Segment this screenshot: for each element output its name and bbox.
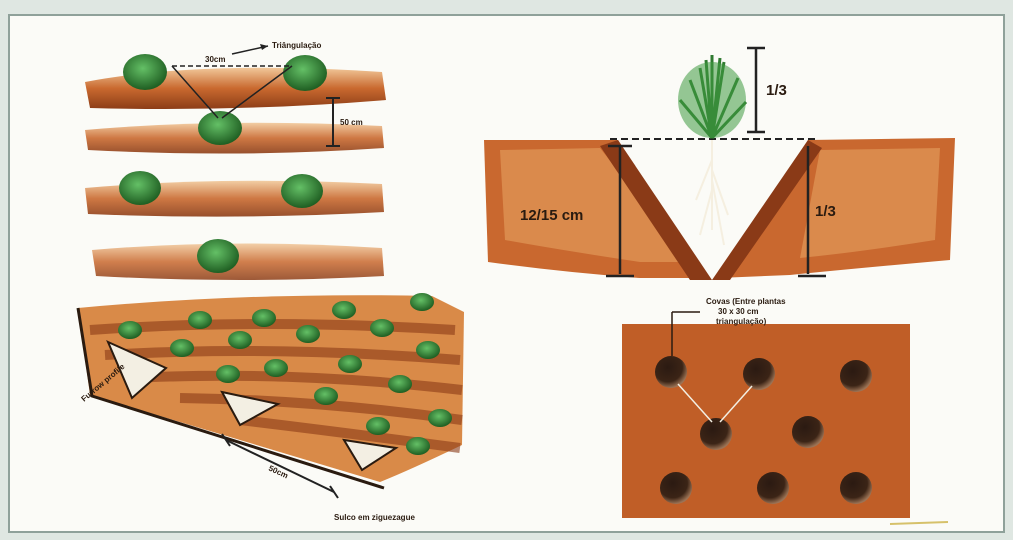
- panel-planting-holes: Covas (Entre plantas 30 x 30 cm triangul…: [622, 297, 910, 518]
- soil-band-4: [92, 243, 384, 280]
- covas-label-3: triangulação): [716, 317, 767, 326]
- bottom-third-label: 1/3: [815, 203, 836, 220]
- seedling: [678, 55, 746, 245]
- panel-zigzag-furrow: 50cm Furrow profile Sulco em ziguezague: [78, 293, 464, 522]
- planting-hole: [743, 358, 775, 390]
- planting-hole: [660, 472, 692, 504]
- covas-label-1: Covas (Entre plantas: [706, 297, 786, 306]
- row-spacing-label: 50 cm: [340, 118, 363, 127]
- planting-hole: [700, 418, 732, 450]
- length-cap: [330, 486, 338, 498]
- plant: [283, 55, 327, 91]
- spacing-label: 30cm: [205, 55, 225, 64]
- length-label: 50cm: [267, 464, 289, 481]
- planting-hole: [757, 472, 789, 504]
- plant: [281, 174, 323, 208]
- plant: [198, 111, 242, 145]
- depth-label: 12/15 cm: [520, 207, 583, 224]
- plant: [119, 171, 161, 205]
- planting-hole: [655, 356, 687, 388]
- panel-triangulation: Triângulação 30cm 50 cm: [85, 41, 386, 280]
- plant: [197, 239, 239, 273]
- covas-label-2: 30 x 30 cm: [718, 307, 758, 316]
- planting-hole: [792, 416, 824, 448]
- plant: [123, 54, 167, 90]
- scan-mark: [890, 522, 948, 524]
- planting-hole: [840, 360, 872, 392]
- triangulation-label: Triângulação: [272, 41, 321, 50]
- planting-hole: [840, 472, 872, 504]
- panel-trench-profile: 1/3 12/15 cm 1/3: [484, 48, 955, 280]
- note-label: Sulco em ziguezague: [334, 513, 415, 522]
- top-third-label: 1/3: [766, 82, 787, 99]
